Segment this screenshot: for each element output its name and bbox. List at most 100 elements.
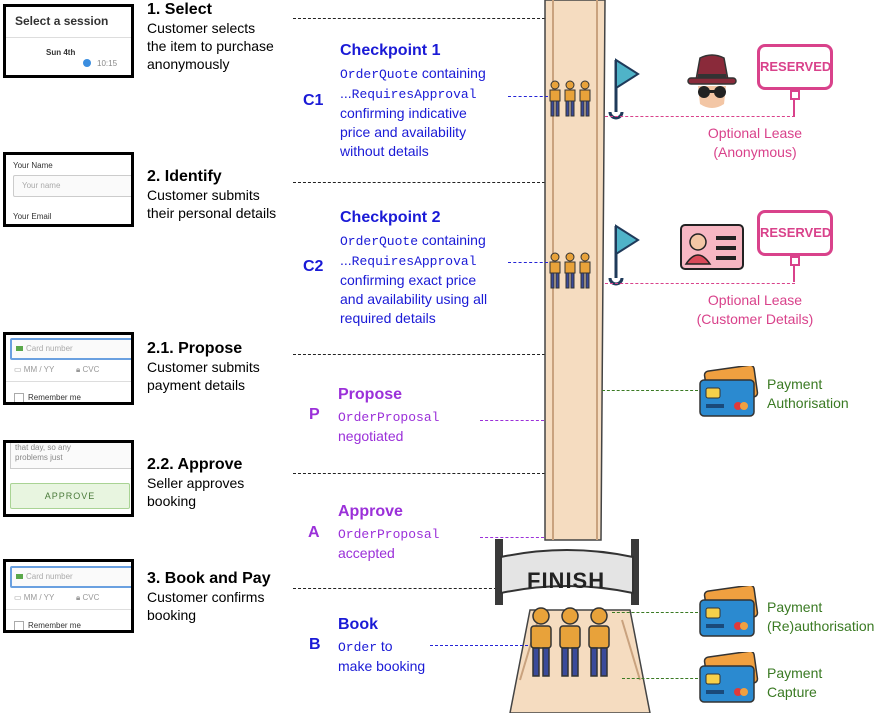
id-card-icon xyxy=(680,224,744,270)
reserved-sign: RESERVED xyxy=(757,44,833,90)
checkpoint-title: Checkpoint 1 xyxy=(340,42,441,59)
desc-line: confirming exact price xyxy=(340,272,477,288)
lease-connector xyxy=(605,116,795,117)
cvc-placeholder: CVC xyxy=(82,365,100,374)
propose-letter: P xyxy=(309,406,320,423)
propose-payment-thumbnail: Card number ▭ MM / YY 🔒︎ CVC Remember me xyxy=(3,332,134,405)
step-desc-line: Customer confirms xyxy=(147,589,265,605)
code-term: RequiresApproval xyxy=(351,87,477,102)
sign-post xyxy=(793,266,795,282)
approve-title: Approve xyxy=(338,503,403,520)
payment-line: Payment xyxy=(767,665,823,681)
step-desc-line: Seller approves xyxy=(147,475,245,491)
step-desc-line: Customer submits xyxy=(147,359,260,375)
propose-title: Propose xyxy=(338,386,403,403)
desc-text: containing xyxy=(418,65,486,81)
connector-line xyxy=(293,588,507,589)
step-identify: 2. Identify Customer submits their perso… xyxy=(147,168,276,222)
email-label: Your Email xyxy=(13,212,52,221)
sign-post xyxy=(790,256,800,266)
reserved-sign: RESERVED xyxy=(757,210,833,256)
checkpoint-connector xyxy=(508,262,548,263)
step-desc-line: Customer submits xyxy=(147,187,260,203)
anonymous-spy-icon xyxy=(687,54,737,108)
payment-line: Capture xyxy=(767,684,817,700)
payment-connector xyxy=(622,678,698,679)
step-select: 1. Select Customer selects the item to p… xyxy=(147,1,274,73)
session-date: Sun 4th xyxy=(46,48,76,57)
checkpoint-letter: C1 xyxy=(303,92,324,109)
runners-large-icon xyxy=(530,607,610,677)
lease-label: Optional Lease (Anonymous) xyxy=(680,124,830,162)
card-number-field: Card number xyxy=(10,566,131,588)
step-desc-line: booking xyxy=(147,607,197,623)
cvc-field: 🔒︎ CVC xyxy=(76,593,100,602)
step-title: 2. Identify xyxy=(147,168,222,185)
checkpoint-connector xyxy=(508,96,548,97)
propose-desc: OrderProposal negotiated xyxy=(338,408,439,446)
propose-connector xyxy=(480,420,544,421)
step-desc-line: Customer selects xyxy=(147,20,256,36)
name-field: Your name xyxy=(13,175,131,197)
payment-line: Payment xyxy=(767,376,823,392)
runners-icon xyxy=(549,80,591,117)
approve-letter: A xyxy=(308,524,320,541)
approve-connector xyxy=(480,537,544,538)
select-session-title: Select a session xyxy=(15,14,109,28)
checkpoint-letter: C2 xyxy=(303,258,324,275)
desc-text: ... xyxy=(340,252,352,268)
identify-thumbnail: Your Name Your name Your Email xyxy=(3,152,134,227)
finish-label: FINISH xyxy=(527,568,606,593)
lease-line: (Customer Details) xyxy=(696,311,814,327)
code-term: OrderProposal xyxy=(338,410,440,425)
desc-text: containing xyxy=(418,232,486,248)
divider xyxy=(6,609,131,610)
comment-box: that day, so any problems just xyxy=(10,443,131,469)
lease-label: Optional Lease (Customer Details) xyxy=(680,291,830,329)
card-icon xyxy=(16,346,23,351)
runners-icon xyxy=(549,252,591,289)
desc-text: to xyxy=(377,638,393,654)
step-title: 2.2. Approve xyxy=(147,456,243,473)
payment-label: Payment Authorisation xyxy=(767,375,849,413)
sign-post xyxy=(793,100,795,116)
approve-desc: OrderProposal accepted xyxy=(338,525,439,563)
session-time: 10:15 xyxy=(97,59,118,68)
flag-icon xyxy=(608,58,640,120)
desc-text: ... xyxy=(340,85,352,101)
code-term: RequiresApproval xyxy=(351,254,477,269)
lease-line: Optional Lease xyxy=(707,125,803,141)
lease-line: Optional Lease xyxy=(707,292,803,308)
checkpoint-title: Checkpoint 2 xyxy=(340,209,441,226)
step-approve: 2.2. Approve Seller approves booking xyxy=(147,456,244,510)
step-title: 1. Select xyxy=(147,1,212,18)
select-session-thumbnail: Select a session Sun 4th 10:15 xyxy=(3,4,134,78)
step-title: 3. Book and Pay xyxy=(147,570,271,587)
radio-icon xyxy=(83,59,91,67)
credit-card-icon xyxy=(699,652,759,703)
remember-checkbox xyxy=(14,393,24,402)
connector-line xyxy=(293,354,545,355)
expiry-placeholder: MM / YY xyxy=(23,365,55,374)
remember-label: Remember me xyxy=(28,621,81,630)
credit-card-icon xyxy=(699,586,759,637)
cvc-placeholder: CVC xyxy=(82,593,100,602)
credit-card-icon xyxy=(699,366,759,417)
finish-banner xyxy=(495,539,639,605)
code-term: Order xyxy=(338,640,378,655)
comment-line-1: that day, so any xyxy=(15,443,71,452)
comment-line-2: problems just xyxy=(15,453,63,462)
payment-connector xyxy=(602,390,698,391)
desc-line: and availability using all xyxy=(340,291,488,307)
cvc-field: 🔒︎ CVC xyxy=(76,365,100,374)
desc-line: make booking xyxy=(338,658,426,674)
book-letter: B xyxy=(309,636,321,653)
checkpoint-desc: OrderQuote containing ...RequiresApprova… xyxy=(340,231,487,328)
lease-line: (Anonymous) xyxy=(713,144,797,160)
step-desc-line: booking xyxy=(147,493,197,509)
desc-line: negotiated xyxy=(338,428,404,444)
card-number-field: Card number xyxy=(10,338,131,360)
book-title: Book xyxy=(338,616,378,633)
payment-line: Payment xyxy=(767,599,823,615)
desc-line: price and availability xyxy=(340,124,467,140)
